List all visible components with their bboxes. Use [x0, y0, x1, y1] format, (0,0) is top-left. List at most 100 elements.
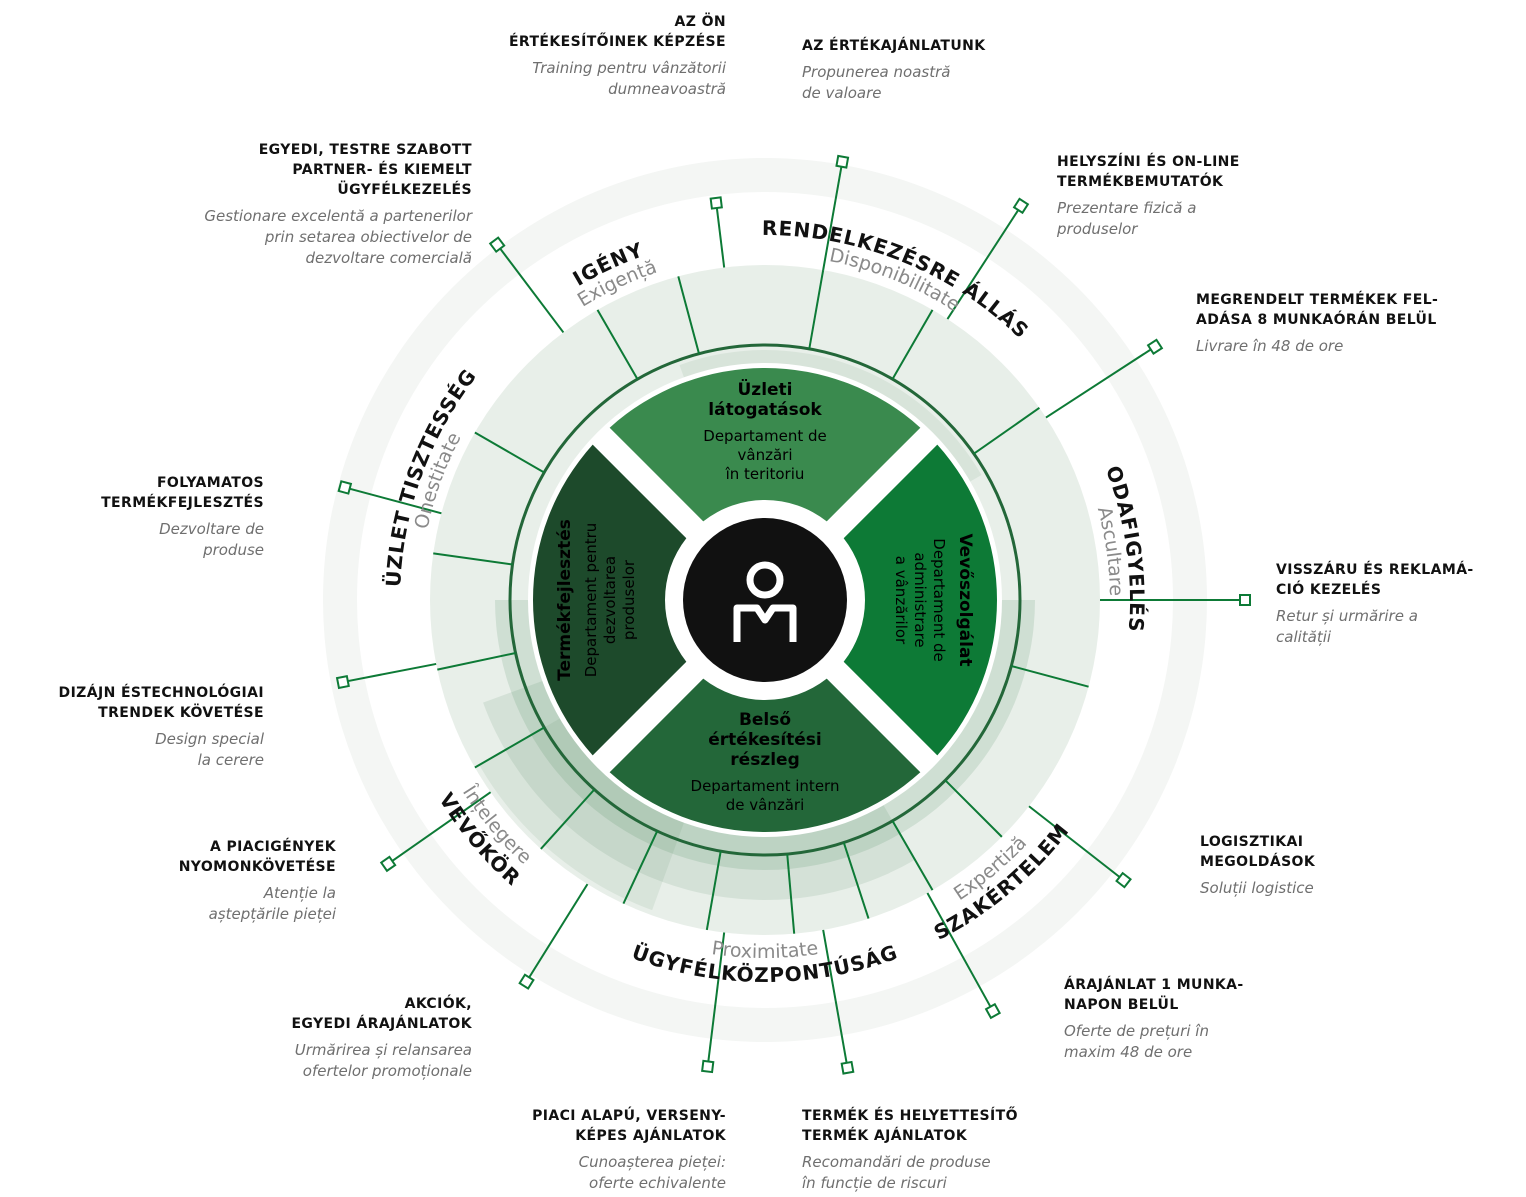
- service-subtitle: Cunoașterea pieței: oferte echivalente: [578, 1153, 726, 1192]
- service-subtitle: Soluții logistice: [1200, 879, 1314, 897]
- service-title: AZ ÖN ÉRTÉKESÍTŐINEK KÉPZÉSE: [508, 14, 726, 50]
- connector-marker: [835, 154, 850, 169]
- center-circle: [683, 518, 847, 682]
- service-connector: [715, 202, 726, 268]
- ring-tick: [1011, 665, 1089, 688]
- connector-marker: [701, 1059, 715, 1074]
- quadrant-segment: [609, 678, 921, 832]
- service-label: PIACI ALAPÚ, VERSENY- KÉPES AJÁNLATOK Cun…: [426, 1106, 726, 1194]
- quadrant-segment: [609, 368, 921, 522]
- quadrant-text: VevőszolgálatDepartament deadministrarea…: [892, 533, 975, 666]
- ring-tick: [622, 830, 659, 905]
- connector-marker: [488, 236, 506, 254]
- connector-marker: [709, 196, 723, 210]
- service-connector: [822, 161, 844, 271]
- connector-marker: [1239, 594, 1251, 606]
- ring-ticks: [433, 269, 1089, 934]
- service-title: LOGISZTIKAI MEGOLDÁSOK: [1200, 834, 1316, 870]
- service-label: EGYEDI, TESTRE SZABOTT PARTNER- ÉS KIEME…: [172, 140, 472, 269]
- service-connector: [387, 791, 492, 865]
- service-title: PIACI ALAPÚ, VERSENY- KÉPES AJÁNLATOK: [532, 1108, 726, 1144]
- ring-tick: [474, 726, 545, 769]
- service-label: LOGISZTIKAI MEGOLDÁSOK Soluții logistice: [1200, 832, 1500, 899]
- ring-tick: [596, 309, 639, 380]
- service-connector: [1045, 345, 1156, 419]
- connector-marker: [335, 675, 350, 690]
- ring-tick: [973, 407, 1040, 455]
- connector-marker: [1115, 871, 1132, 889]
- service-label: TERMÉK ÉS HELYETTESÍTŐ TERMÉK AJÁNLATOK R…: [802, 1106, 1102, 1194]
- service-label: ÁRAJÁNLAT 1 MUNKA- NAPON BELÜL Oferte de …: [1064, 975, 1364, 1063]
- service-title: FOLYAMATOS TERMÉKFEJLESZTÉS: [101, 475, 264, 511]
- service-label: AZ ÖN ÉRTÉKESÍTŐINEK KÉPZÉSE Training pen…: [426, 12, 726, 100]
- service-title: MEGRENDELT TERMÉKEK FEL- ADÁSA 8 MUNKAÓR…: [1196, 292, 1439, 328]
- service-title: AKCIÓK, EGYEDI ÁRAJÁNLATOK: [291, 996, 472, 1032]
- service-connector: [342, 662, 437, 684]
- connector-lines: [335, 154, 1251, 1075]
- service-subtitle: Livrare în 48 de ore: [1196, 337, 1344, 355]
- service-label: VISSZÁRU ÉS REKLAMÁ- CIÓ KEZELÉS Retur și…: [1276, 560, 1526, 648]
- service-connector: [946, 205, 1022, 320]
- service-label: AKCIÓK, EGYEDI ÁRAJÁNLATOK Urmărirea și r…: [172, 994, 472, 1082]
- service-label: AZ ÉRTÉKAJÁNLATUNK Propunerea noastră de …: [802, 36, 1102, 104]
- service-connector: [822, 929, 849, 1068]
- ring-tick: [786, 853, 796, 934]
- service-title: VISSZÁRU ÉS REKLAMÁ- CIÓ KEZELÉS: [1276, 562, 1474, 598]
- ring-tick: [944, 779, 1003, 838]
- connector-marker: [518, 973, 535, 990]
- service-title: EGYEDI, TESTRE SZABOTT PARTNER- ÉS KIEME…: [258, 142, 472, 198]
- service-subtitle: Prezentare fizică a produselor: [1057, 199, 1197, 238]
- ring-tick: [808, 269, 825, 350]
- service-label: MEGRENDELT TERMÉKEK FEL- ADÁSA 8 MUNKAÓR…: [1196, 290, 1496, 357]
- service-label: HELYSZÍNI ÉS ON-LINE TERMÉKBEMUTATÓK Prez…: [1057, 152, 1357, 240]
- service-subtitle: Propunerea noastră de valoare: [802, 63, 951, 102]
- service-connector: [496, 244, 565, 334]
- ring-tick: [437, 652, 516, 671]
- service-title: TERMÉK ÉS HELYETTESÍTŐ TERMÉK AJÁNLATOK: [802, 1108, 1018, 1144]
- service-label: FOLYAMATOS TERMÉKFEJLESZTÉS Dezvoltare de…: [0, 473, 264, 561]
- value-label-ro: Proximitate: [710, 937, 819, 963]
- ring-tick: [705, 850, 722, 931]
- service-subtitle: Design special la cerere: [155, 730, 264, 769]
- person-icon: [733, 561, 797, 642]
- service-title: ÁRAJÁNLAT 1 MUNKA- NAPON BELÜL: [1064, 977, 1244, 1013]
- service-subtitle: Oferte de prețuri în maxim 48 de ore: [1064, 1022, 1209, 1061]
- service-subtitle: Urmărirea și relansarea ofertelor promoț…: [294, 1041, 472, 1080]
- service-subtitle: Recomandări de produse în funcție de ris…: [802, 1153, 991, 1192]
- service-title: AZ ÉRTÉKAJÁNLATUNK: [802, 38, 986, 54]
- service-connector: [1028, 805, 1125, 881]
- service-connector: [706, 932, 726, 1067]
- quadrant-segment: [843, 444, 997, 756]
- center-hub: [683, 518, 847, 682]
- ring-tick: [891, 820, 934, 891]
- service-subtitle: Retur și urmărire a calității: [1276, 607, 1418, 646]
- ring-tick: [891, 309, 934, 380]
- service-title: A PIACIGÉNYEK NYOMONKÖVETÉSE: [178, 839, 336, 875]
- connector-marker: [840, 1060, 855, 1075]
- service-connector: [525, 883, 589, 983]
- service-subtitle: Dezvoltare de produse: [159, 520, 264, 559]
- ring-tick: [540, 788, 596, 850]
- service-title: HELYSZÍNI ÉS ON-LINE TERMÉKBEMUTATÓK: [1057, 154, 1240, 190]
- service-subtitle: Atenție la aștepțările pieței: [208, 884, 336, 923]
- service-connector: [344, 486, 442, 515]
- ring-tick: [433, 552, 513, 566]
- connector-marker: [1146, 338, 1164, 356]
- ring-tick: [677, 276, 700, 354]
- service-subtitle: Training pentru vânzătorii dumneavoastră: [532, 59, 726, 98]
- quadrant-segment: [532, 444, 687, 756]
- service-connector: [926, 892, 994, 1012]
- ring-tick: [474, 431, 545, 474]
- connector-marker: [984, 1002, 1002, 1020]
- service-subtitle: Gestionare excelentă a partenerilor prin…: [204, 207, 472, 267]
- dark-ring: [508, 343, 1022, 857]
- ring-tick: [842, 842, 870, 919]
- connector-marker: [1012, 197, 1030, 215]
